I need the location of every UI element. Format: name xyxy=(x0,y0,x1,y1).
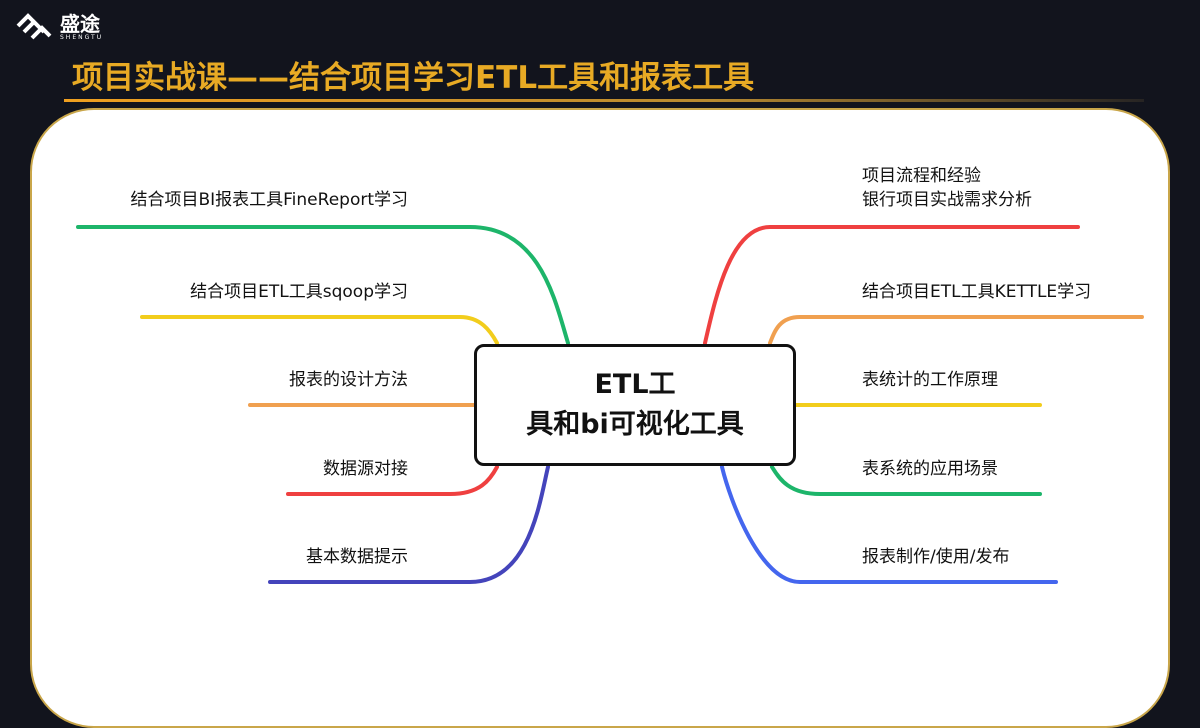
branch-right-4 xyxy=(770,465,1042,496)
right-topic-1-line2: 银行项目实战需求分析 xyxy=(862,190,1032,210)
logo-icon xyxy=(16,13,52,40)
left-topic-3: 报表的设计方法 xyxy=(289,370,408,390)
central-topic: ETL工具和bi可视化工具 xyxy=(474,344,796,466)
title-underline xyxy=(64,99,1144,102)
right-topic-3: 表统计的工作原理 xyxy=(862,370,998,390)
page-title: 项目实战课——结合项目学习ETL工具和报表工具 xyxy=(72,60,755,96)
right-topic-2: 结合项目ETL工具KETTLE学习 xyxy=(862,282,1092,302)
branch-left-5 xyxy=(268,465,550,584)
left-topic-4: 数据源对接 xyxy=(323,459,408,479)
branch-right-1 xyxy=(703,225,1080,345)
branch-left-4 xyxy=(286,465,499,496)
right-topic-1: 项目流程和经验银行项目实战需求分析 xyxy=(862,164,1032,212)
branch-left-1 xyxy=(76,225,570,345)
branch-right-2 xyxy=(768,315,1144,345)
left-topic-1: 结合项目BI报表工具FineReport学习 xyxy=(130,190,408,210)
central-topic-line1: ETL工 xyxy=(594,369,676,400)
right-topic-5: 报表制作/使用/发布 xyxy=(862,547,1010,567)
logo-name: 盛途 xyxy=(60,11,100,36)
mindmap-branches xyxy=(76,225,1144,584)
right-topic-1-line1: 项目流程和经验 xyxy=(862,166,981,186)
logo-sub: SHENGTU xyxy=(60,33,104,41)
central-topic-line2: 具和bi可视化工具 xyxy=(526,409,744,440)
left-topic-2: 结合项目ETL工具sqoop学习 xyxy=(190,282,408,302)
left-topic-5: 基本数据提示 xyxy=(306,547,408,567)
branch-left-2 xyxy=(140,315,499,345)
branch-right-5 xyxy=(720,465,1058,584)
right-topic-4: 表系统的应用场景 xyxy=(862,459,998,479)
